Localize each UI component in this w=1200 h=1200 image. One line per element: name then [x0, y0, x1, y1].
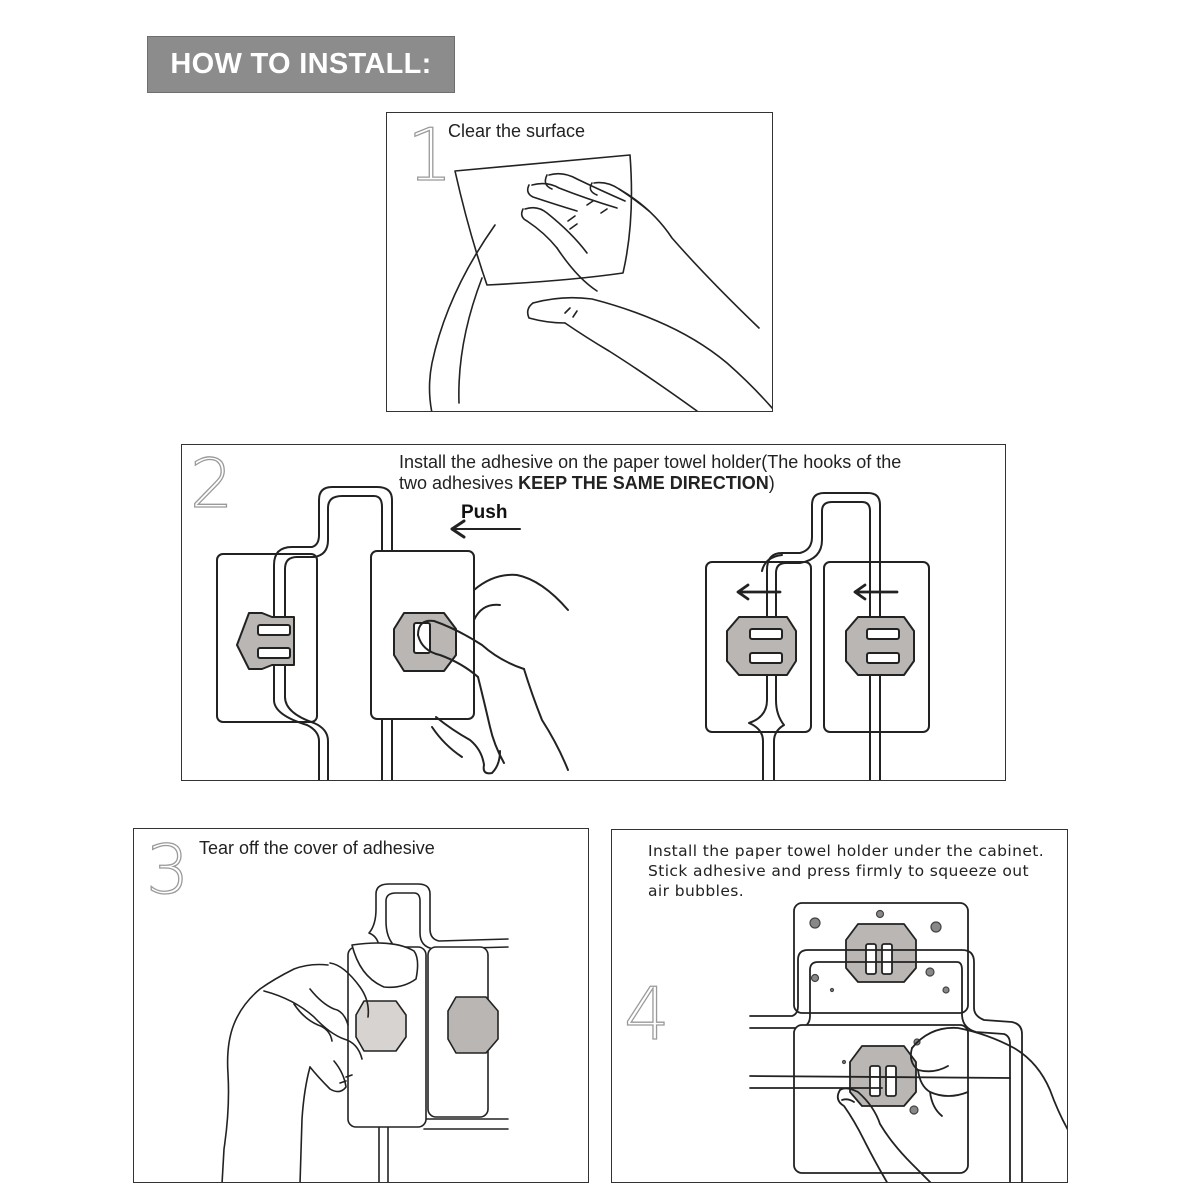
step-3-panel: 3 Tear off the cover of adhesive [133, 828, 589, 1183]
step-1-caption: Clear the surface [448, 121, 586, 141]
step-4-number: 4 [623, 972, 670, 1056]
caption-text: two adhesives [399, 473, 519, 493]
caption-text-end: ) [768, 473, 775, 493]
step-3-caption: Tear off the cover of adhesive [199, 838, 435, 858]
tear-cover-illustration [221, 883, 509, 1182]
step-1-number: 1 [406, 113, 453, 197]
banner-title: HOW TO INSTALL: [170, 48, 432, 80]
step-4-caption-line3: air bubbles. [648, 882, 745, 900]
push-label: Push [461, 502, 508, 523]
step-2-number: 2 [189, 445, 234, 524]
wipe-surface-illustration [428, 154, 772, 411]
step-3-number: 3 [145, 831, 190, 910]
step-1-panel: 1 Clear the surface [386, 112, 773, 412]
how-to-install-banner: HOW TO INSTALL: [147, 36, 455, 93]
step-2-caption-line2: two adhesives KEEP THE SAME DIRECTION) [399, 472, 775, 494]
keep-same-direction-emphasis: KEEP THE SAME DIRECTION [518, 473, 769, 493]
attach-adhesive-illustration [216, 486, 930, 780]
step-4-caption-line1: Install the paper towel holder under the… [648, 842, 1045, 860]
step-4-caption-line2: Stick adhesive and press firmly to squee… [648, 862, 1029, 880]
step-2-panel: 2 Install the adhesive on the paper towe… [181, 444, 1006, 781]
step-4-panel: 4 Install the paper towel holder under t… [611, 829, 1068, 1183]
mount-under-cabinet-illustration [749, 902, 1067, 1182]
step-2-caption-line1: Install the adhesive on the paper towel … [399, 452, 902, 472]
